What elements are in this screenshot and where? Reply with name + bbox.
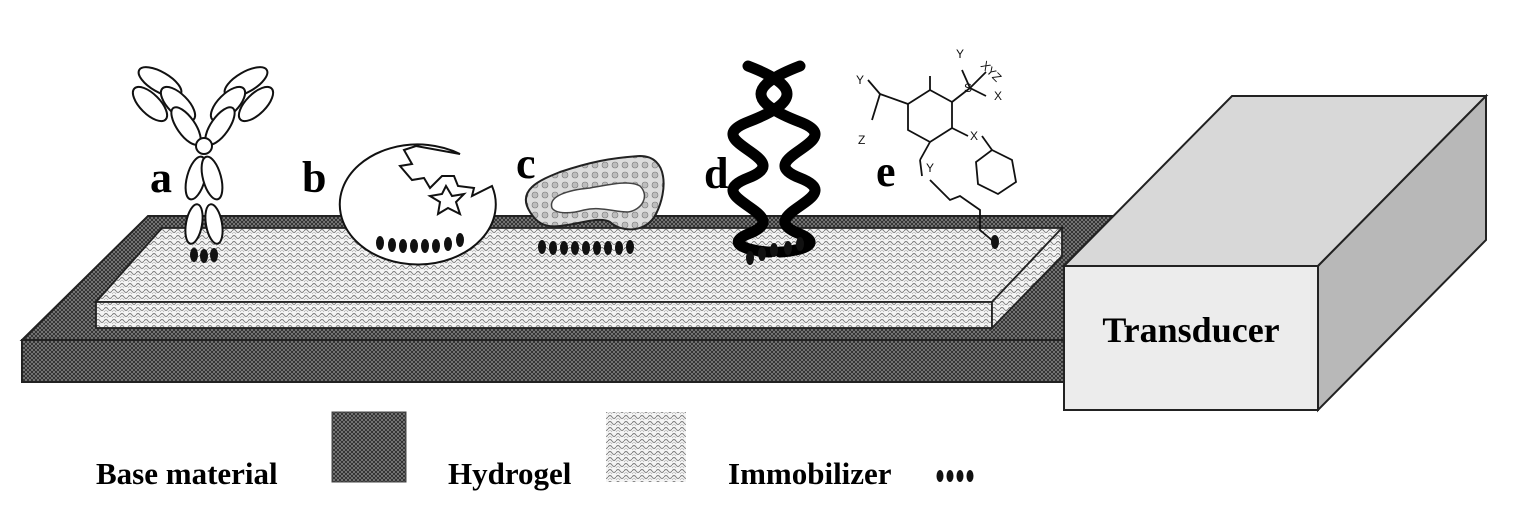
atom-s: S bbox=[964, 81, 972, 95]
atom-x1: X bbox=[994, 89, 1002, 103]
atom-y2: Y bbox=[856, 73, 864, 87]
immobilizer-a bbox=[190, 248, 218, 263]
legend-base-material-swatch bbox=[331, 411, 407, 483]
cell-c bbox=[524, 154, 665, 231]
legend-base-material-label: Base material bbox=[96, 456, 278, 491]
legend: Base material Hydrogel Immobilizer bbox=[96, 411, 974, 491]
immobilizer-c bbox=[538, 240, 634, 255]
hydrogel-layer bbox=[93, 225, 1065, 331]
legend-hydrogel-swatch bbox=[606, 412, 686, 482]
atom-xyz: XYZ bbox=[978, 58, 1004, 84]
antibody-a bbox=[131, 66, 275, 245]
atom-x2: X bbox=[970, 129, 978, 143]
legend-immobilizer-label: Immobilizer bbox=[728, 456, 892, 491]
immobilizer-e bbox=[991, 235, 999, 249]
legend-immobilizer-swatch bbox=[936, 470, 974, 482]
legend-hydrogel-label: Hydrogel bbox=[448, 456, 572, 491]
atom-y3: Y bbox=[926, 161, 934, 175]
label-c: c bbox=[516, 139, 536, 188]
atom-z: Z bbox=[858, 133, 865, 147]
small-molecule-e bbox=[867, 69, 1017, 243]
label-e: e bbox=[876, 147, 896, 196]
enzyme-b bbox=[338, 143, 497, 266]
transducer-box: Transducer bbox=[1061, 93, 1489, 413]
dna-helix-d bbox=[727, 60, 821, 258]
label-d: d bbox=[704, 149, 728, 198]
immobilizer-b bbox=[376, 233, 464, 253]
immobilizer-d bbox=[746, 237, 804, 265]
transducer-label: Transducer bbox=[1102, 310, 1279, 350]
atom-y1: Y bbox=[956, 47, 964, 61]
label-a: a bbox=[150, 153, 172, 202]
label-b: b bbox=[302, 153, 326, 202]
